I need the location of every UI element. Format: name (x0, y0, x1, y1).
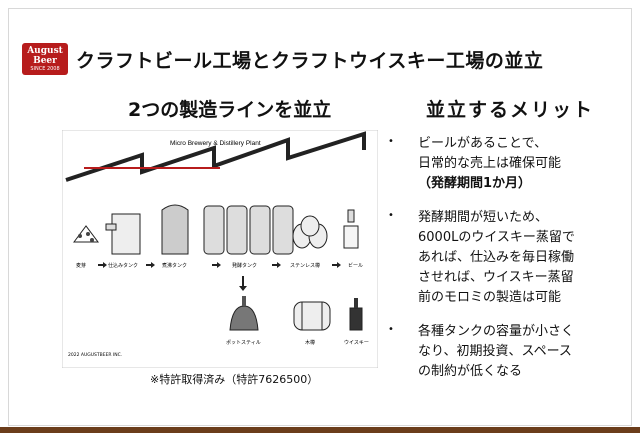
merit-list: • ビールがあることで、 日常的な売上は確保可能 （発酵期間1か月） • 発酵期… (388, 134, 628, 396)
label-fermentation-tank: 発酵タンク (232, 262, 257, 269)
flow-arrows (98, 262, 341, 291)
diagram-copyright: 2022 AUGUSTBEER INC. (68, 352, 122, 358)
bullet-dot: • (388, 136, 394, 147)
label-stainless-keg: ステンレス樽 (290, 262, 320, 269)
boil-tank-icon (161, 204, 189, 255)
bottom-accent-bar (0, 427, 640, 433)
label-mash-tank: 仕込みタンク (108, 262, 138, 269)
left-heading: 2つの製造ラインを並立 (128, 99, 332, 121)
merit-line: ビールがあることで、 (418, 136, 548, 151)
right-heading: 並立するメリット (426, 99, 595, 121)
merit-line: 発酵期間が短いため、 (418, 210, 549, 225)
merit-line: なり、初期投資、スペース (418, 344, 572, 359)
label-malt: 麦芽 (76, 262, 86, 269)
label-beer: ビール (348, 262, 363, 269)
merit-line: の制約が低くなる (418, 364, 523, 379)
logo-tagline: SINCE 2008 (30, 66, 60, 72)
label-boil-tank: 煮沸タンク (162, 262, 187, 269)
kegs-icon (292, 215, 328, 249)
merit-line: あれば、仕込みを毎日稼働 (418, 250, 575, 265)
bullet-dot: • (388, 324, 394, 335)
malt-icon (73, 225, 99, 243)
plant-diagram: Micro Brewery & Distillery Plant 麦芽 仕込みタ… (62, 130, 378, 368)
logo-line1: August (27, 46, 63, 56)
merit-line: 6000Lのウイスキー蒸留で (418, 230, 575, 245)
bullet-dot: • (388, 210, 394, 221)
factory-roof (65, 131, 366, 182)
logo-line2: Beer (33, 56, 57, 66)
beer-glass-icon (343, 209, 359, 249)
merit-line: 各種タンクの容量が小さく (418, 324, 575, 339)
merit-line-bold: （発酵期間1か月） (418, 176, 532, 191)
merit-item-3: • 各種タンクの容量が小さく なり、初期投資、スペース の制約が低くなる (388, 322, 628, 382)
pot-still-icon (229, 296, 259, 331)
merit-item-1: • ビールがあることで、 日常的な売上は確保可能 （発酵期間1か月） (388, 134, 628, 194)
merit-item-2: • 発酵期間が短いため、 6000Lのウイスキー蒸留で あれば、仕込みを毎日稼働… (388, 208, 628, 308)
label-wood-barrel: 木樽 (305, 339, 315, 346)
patent-note: ※特許取得済み（特許7626500） (150, 373, 319, 386)
slide-title: クラフトビール工場とクラフトウイスキー工場の並立 (76, 50, 544, 72)
august-beer-logo: August Beer SINCE 2008 (22, 43, 68, 75)
merit-line: 日常的な売上は確保可能 (418, 156, 562, 171)
label-whisky: ウイスキー (344, 339, 369, 346)
barrel-icon (293, 301, 331, 331)
merit-line: させれば、ウイスキー蒸留 (418, 270, 574, 285)
label-pot-still: ポットスティル (226, 339, 261, 346)
fermentation-tanks-icon (203, 205, 294, 255)
mash-tank-icon (105, 213, 141, 255)
whisky-bottle-icon (349, 298, 363, 331)
diagram-title: Micro Brewery & Distillery Plant (170, 140, 261, 147)
merit-line: 前のモロミの製造は可能 (418, 290, 562, 305)
